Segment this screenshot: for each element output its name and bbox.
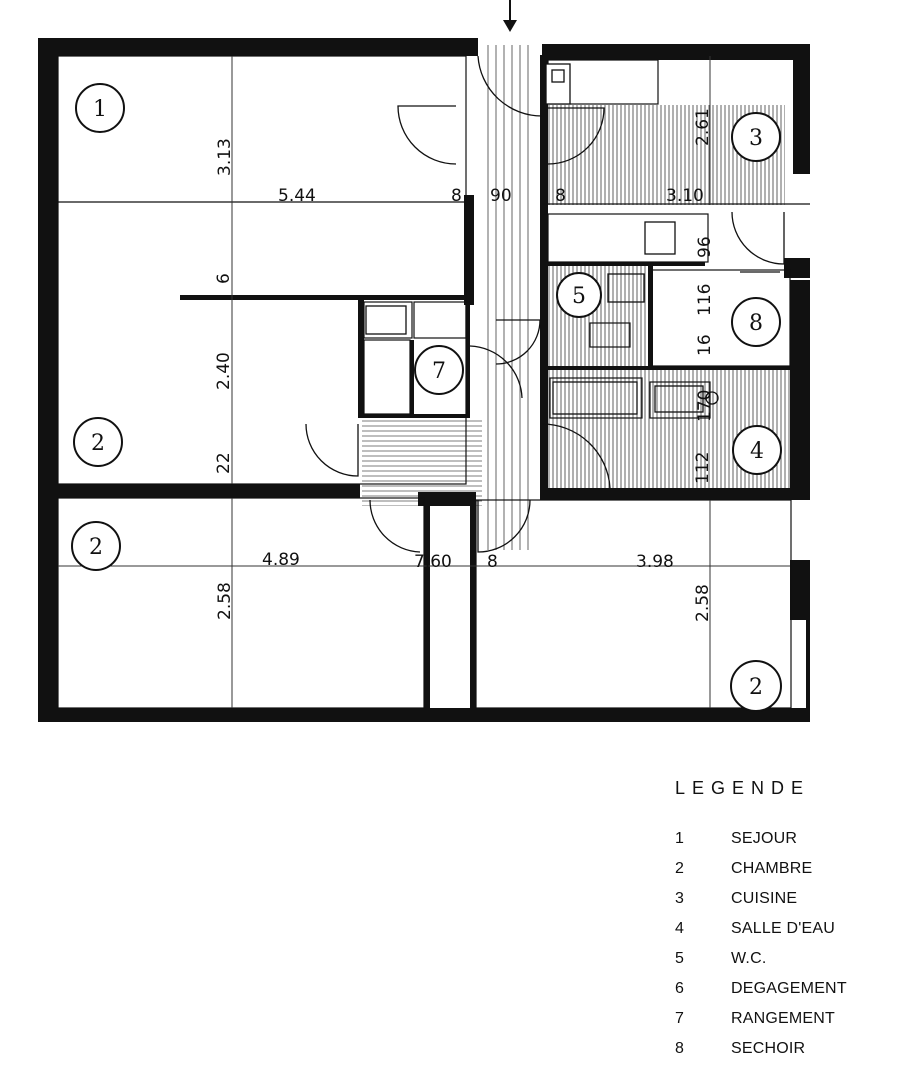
legend-item-number: 8 <box>675 1040 684 1057</box>
legend-item: 7 RANGEMENT <box>670 1004 900 1034</box>
room-badge: 2 <box>73 417 123 467</box>
legend-item: 4 SALLE D'EAU <box>670 914 900 944</box>
legend-item: 1 SEJOUR <box>670 824 900 854</box>
dimension-label: 4.89 <box>262 550 300 570</box>
legend-item-label: SECHOIR <box>731 1040 806 1057</box>
legend-title: LEGENDE <box>675 778 811 798</box>
corridor <box>487 45 529 550</box>
dimension-label: 3.10 <box>666 186 704 206</box>
legend-item: 5 W.C. <box>670 944 900 974</box>
dimension-label: 116 <box>695 284 715 316</box>
legend-item: 8 SECHOIR <box>670 1034 900 1064</box>
door-swings <box>305 55 785 553</box>
dimension-label: 2.58 <box>693 584 713 622</box>
dimension-label: 170 <box>695 390 715 422</box>
legend-item-number: 1 <box>675 830 684 847</box>
dimension-label: 2.58 <box>215 582 235 620</box>
dimension-label: 90 <box>490 186 512 206</box>
dimension-label: 3.13 <box>215 138 235 176</box>
room-badge: 8 <box>731 297 781 347</box>
room-badge-label: 2 <box>91 431 105 456</box>
dimension-label: 16 <box>695 334 715 356</box>
legend-item-label: SALLE D'EAU <box>731 920 835 937</box>
room-badge: 3 <box>731 112 781 162</box>
dimension-label: 22 <box>214 452 234 474</box>
room-badge-label: 7 <box>432 359 446 384</box>
legend-item: 6 DEGAGEMENT <box>670 974 900 1004</box>
room-outlines <box>57 55 810 709</box>
legend: LEGENDE 1 SEJOUR 2 CHAMBRE 3 CUISINE 4 S… <box>670 778 900 1064</box>
room-badge: 5 <box>556 272 602 318</box>
room-badge: 2 <box>730 660 782 712</box>
dimension-label: 112 <box>693 452 713 484</box>
room-badge-label: 8 <box>749 311 763 336</box>
legend-item-number: 4 <box>675 920 684 937</box>
dimension-label: 7.60 <box>414 552 452 572</box>
room-badge: 1 <box>75 83 125 133</box>
room-badge: 7 <box>414 345 464 395</box>
dimension-label: 8 <box>555 186 566 206</box>
legend-item-number: 7 <box>675 1010 684 1027</box>
room-badge-label: 2 <box>89 535 103 560</box>
room-badge: 2 <box>71 521 121 571</box>
legend-item-label: RANGEMENT <box>731 1010 836 1027</box>
dimension-label: 2.40 <box>214 352 234 390</box>
dimension-lines <box>58 56 790 708</box>
room-badge-label: 4 <box>750 439 764 464</box>
entrance-arrow <box>503 0 517 32</box>
legend-item-label: W.C. <box>731 950 767 967</box>
dimension-labels: 5.44 3.13 8 90 8 3.10 2.61 6 2.40 22 116… <box>214 108 715 622</box>
legend-item-number: 5 <box>675 950 684 967</box>
legend-item-number: 6 <box>675 980 684 997</box>
dimension-label: 2.61 <box>693 108 713 146</box>
room-badge-label: 2 <box>749 675 763 700</box>
dimension-label: 5.44 <box>278 186 316 206</box>
room-badge: 4 <box>732 425 782 475</box>
legend-item-label: DEGAGEMENT <box>731 980 847 997</box>
legend-item-label: SEJOUR <box>731 830 798 847</box>
fixtures <box>365 63 719 415</box>
dimension-label: 8 <box>451 186 462 206</box>
legend-item-number: 2 <box>675 860 684 877</box>
dimension-label: 6 <box>214 273 234 284</box>
dimension-label: 3.98 <box>636 552 674 572</box>
floor-plan: 1 3 5 8 7 2 4 2 2 5.44 3.13 8 90 8 3.10 … <box>38 0 810 722</box>
dimension-label: 96 <box>695 236 715 258</box>
legend-item-number: 3 <box>675 890 684 907</box>
room-badge-label: 3 <box>749 126 763 151</box>
room-badge-label: 1 <box>93 97 107 122</box>
walls <box>38 38 810 722</box>
legend-item-label: CUISINE <box>731 890 798 907</box>
dimension-label: 8 <box>487 552 498 572</box>
legend-item-label: CHAMBRE <box>731 860 813 877</box>
legend-item: 3 CUISINE <box>670 884 900 914</box>
legend-item: 2 CHAMBRE <box>670 854 900 884</box>
room-badge-label: 5 <box>572 284 586 309</box>
